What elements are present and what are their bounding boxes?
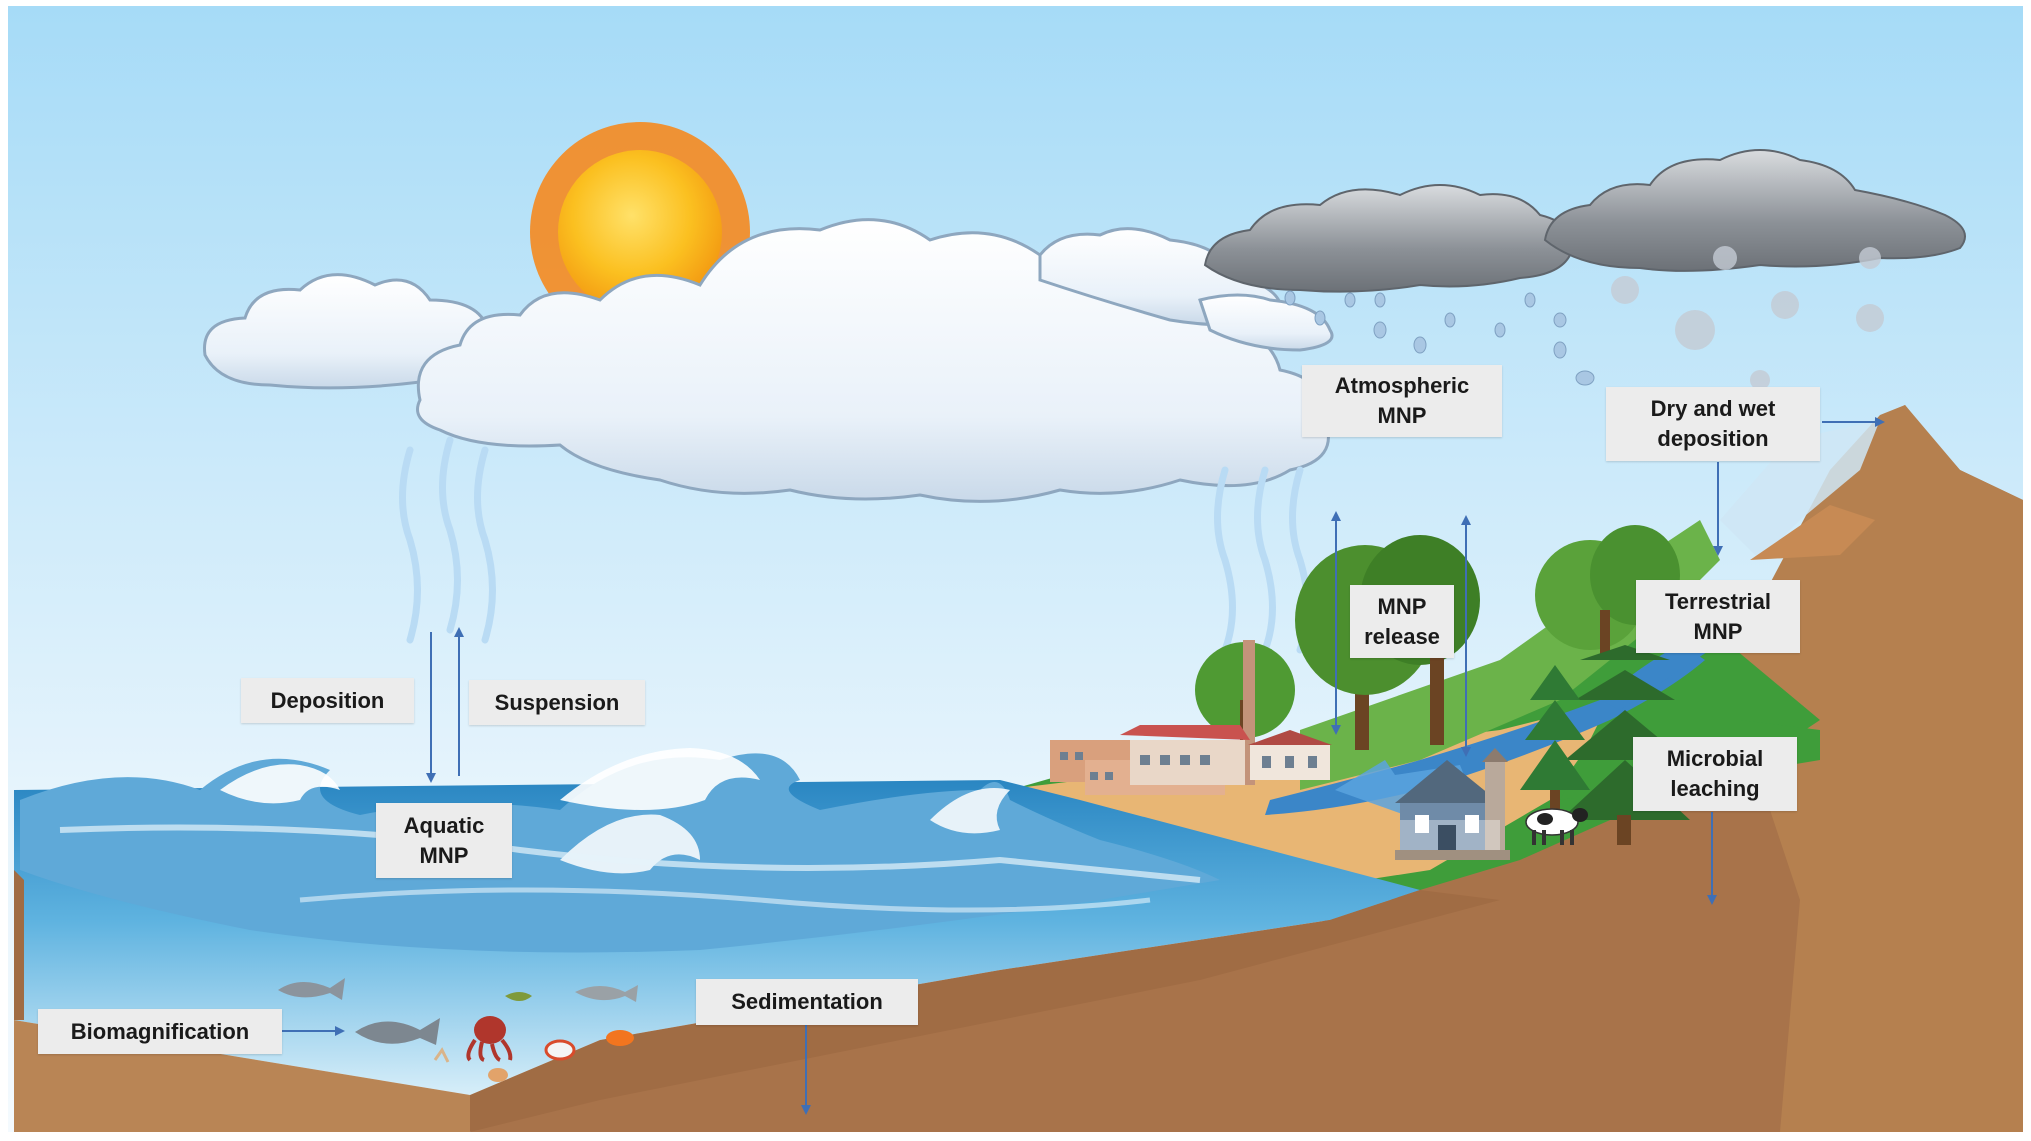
evaporation-lines xyxy=(399,436,1311,654)
cow-icon xyxy=(1525,808,1588,845)
house-icon xyxy=(1395,748,1510,860)
fish-icon xyxy=(278,978,638,1082)
octopus-icon xyxy=(466,1016,513,1062)
biomagnification-label: Biomagnification xyxy=(38,1009,282,1054)
flow-arrows xyxy=(282,417,1885,1115)
cloud-icon xyxy=(203,218,1334,503)
suspension-label: Suspension xyxy=(469,680,645,725)
deposition-label: Deposition xyxy=(241,678,414,723)
wave-icon xyxy=(20,748,1220,953)
factory-icon xyxy=(1050,640,1332,795)
rain-cloud-icon xyxy=(1203,149,1966,293)
rain-drops xyxy=(1284,290,1595,386)
snowflakes xyxy=(1611,246,1884,390)
sedimentation-label: Sedimentation xyxy=(696,979,918,1025)
